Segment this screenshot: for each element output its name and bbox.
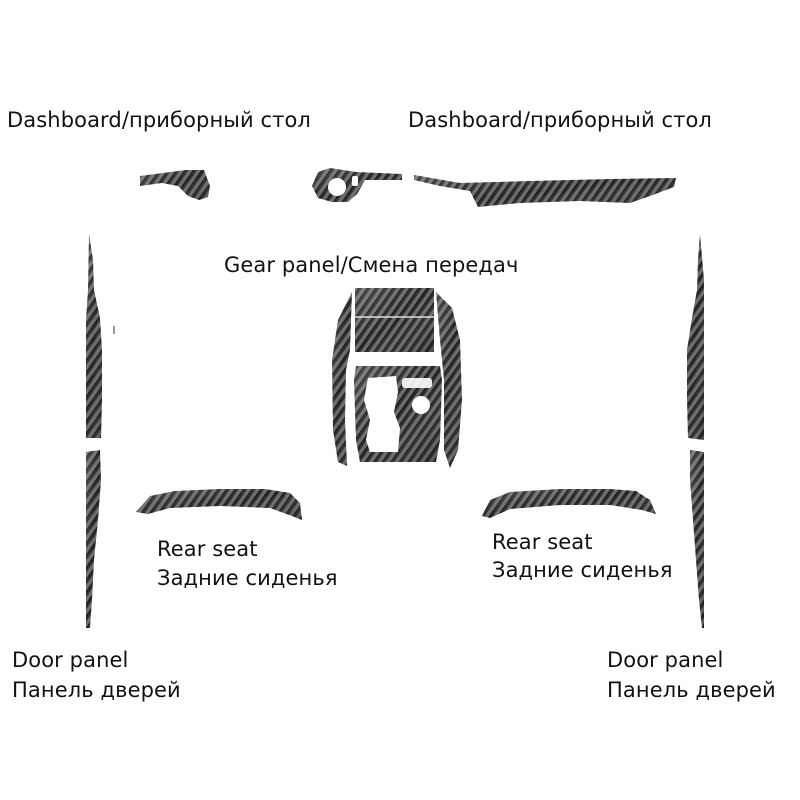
dashboard-right-trim <box>414 175 676 207</box>
door-left-upper-strip <box>86 234 115 438</box>
label-door-left-ru: Панель дверей <box>12 678 181 702</box>
door-right-lower-strip <box>690 450 704 628</box>
label-door-right-ru: Панель дверей <box>607 678 776 702</box>
label-rear-seat-right-ru: Задние сиденья <box>492 558 673 582</box>
gear-panel-top-plate <box>355 288 434 352</box>
label-rear-seat-right-en: Rear seat <box>492 530 593 554</box>
label-dashboard-left: Dashboard/приборный стол <box>7 108 311 132</box>
dashboard-center-trim <box>312 168 402 202</box>
label-rear-seat-left-ru: Задние сиденья <box>157 566 338 590</box>
gear-panel-right-wing <box>436 292 462 468</box>
gear-panel-left-wing <box>332 292 352 466</box>
label-door-left-en: Door panel <box>12 648 129 672</box>
gear-panel-console <box>354 366 442 462</box>
label-door-right-en: Door panel <box>607 648 724 672</box>
door-left-lower-strip <box>86 450 101 628</box>
dashboard-left-trim <box>140 170 210 200</box>
rear-seat-left-trim <box>136 489 302 520</box>
label-dashboard-right: Dashboard/приборный стол <box>408 108 712 132</box>
label-gear-panel: Gear panel/Смена передач <box>224 253 519 277</box>
door-right-upper-strip <box>687 234 704 440</box>
rear-seat-right-trim <box>482 489 656 518</box>
label-rear-seat-left-en: Rear seat <box>157 537 258 561</box>
